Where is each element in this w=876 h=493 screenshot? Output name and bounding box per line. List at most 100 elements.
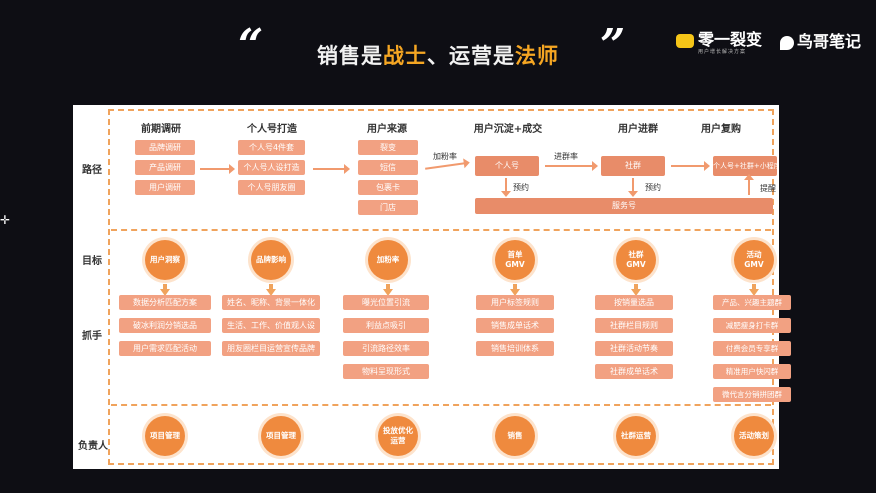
grip-item: 破冰利润分销选品: [119, 318, 211, 333]
goal-circle: 用户洞察: [145, 240, 185, 280]
grip-item: 引流路径效率: [343, 341, 429, 356]
path-item-repurchase: 个人号+社群+小程序: [713, 156, 777, 176]
arrow-right: [545, 161, 598, 171]
arrow-down-icon: [266, 289, 276, 296]
owner-circle: 项目管理: [145, 416, 185, 456]
arrow-down-icon: [383, 289, 393, 296]
grip-item: 社群栏目规则: [595, 318, 673, 333]
grip-item: 付费会员专享群: [713, 341, 791, 356]
arrow-up: [744, 174, 754, 195]
arrow-right: [313, 164, 350, 174]
grip-item: 数据分析匹配方案: [119, 295, 211, 310]
grip-item: 销售成单话术: [476, 318, 554, 333]
dashed-frame: [108, 109, 774, 465]
join-rate-label: 进群率: [554, 152, 578, 161]
arrow-down-icon: [513, 284, 517, 289]
service-bar: 服务号: [475, 198, 773, 214]
grip-item: 产品、兴趣主题群: [713, 295, 791, 310]
path-item: 短信: [358, 160, 418, 175]
path-item: 包裹卡: [358, 180, 418, 195]
path-item: 品牌调研: [135, 140, 195, 155]
arrow-down: [628, 178, 638, 197]
goal-text: 首单GMV: [505, 250, 525, 269]
row-label-grip: 抓手: [82, 331, 102, 342]
col-header-group: 用户进群: [618, 124, 658, 135]
row-label-goal: 目标: [82, 256, 102, 267]
bird-icon: [780, 35, 794, 50]
arrow-down-icon: [752, 284, 756, 289]
arrow-down: [501, 178, 511, 197]
logo1-subtitle: 用户增长解决方案: [698, 49, 747, 55]
path-item: 产品调研: [135, 160, 195, 175]
goal-circle: 首单GMV: [495, 240, 535, 280]
grip-item: 按销量选品: [595, 295, 673, 310]
grip-item: 精准用户快闪群: [713, 364, 791, 379]
col-header-repurchase: 用户复购: [701, 124, 741, 135]
arrow-down-icon: [269, 284, 273, 289]
path-item: 个人号人设打造: [238, 160, 305, 175]
goal-circle: 加粉率: [368, 240, 408, 280]
owner-circle: 投放优化运营: [378, 416, 418, 456]
add-rate-label: 加粉率: [433, 152, 457, 161]
grip-item: 曝光位置引流: [343, 295, 429, 310]
owner-circle: 社群运营: [616, 416, 656, 456]
col-header-deal: 用户沉淀+成交: [473, 124, 543, 135]
goal-circle: 活动GMV: [734, 240, 774, 280]
separator-path: [111, 229, 771, 231]
path-item: 门店: [358, 200, 418, 215]
arrow-down-icon: [634, 284, 638, 289]
logo1-text: 零一裂变: [698, 30, 763, 49]
logo-niaoge: 鸟哥笔记: [780, 28, 861, 52]
goal-circle: 品牌影响: [251, 240, 291, 280]
path-item: 用户调研: [135, 180, 195, 195]
diagram-panel: 路径 目标 抓手 负责人 前期调研 个人号打造 用户来源 用户沉淀+成交 用户进…: [73, 105, 791, 469]
title-part2: 战士: [383, 44, 427, 68]
goal-text: 活动GMV: [744, 250, 764, 269]
owner-circle: 销售: [495, 416, 535, 456]
owner-text: 活动策划: [739, 431, 769, 440]
logo-lingyi: 零一裂变 用户增长解决方案: [676, 26, 762, 55]
row-label-owner: 负责人: [78, 441, 108, 452]
open-quote: “: [238, 20, 264, 71]
grip-item: 用户标签规则: [476, 295, 554, 310]
grip-item: 社群成单话术: [595, 364, 673, 379]
close-quote: ”: [600, 20, 626, 71]
owl-icon: [676, 33, 694, 48]
title-part3: 、运营是: [427, 44, 515, 68]
col-header-personal: 个人号打造: [247, 124, 297, 135]
goal-text: 用户洞察: [150, 255, 180, 264]
arrow-right: [200, 164, 235, 174]
grip-item: 微代言分销拼团群: [713, 387, 791, 402]
grip-item: 销售培训体系: [476, 341, 554, 356]
grip-item: 朋友圈栏目运营宣传品牌: [222, 341, 320, 356]
path-item-personal: 个人号: [475, 156, 539, 176]
arrow-down-icon: [631, 289, 641, 296]
col-header-source: 用户来源: [367, 124, 407, 135]
owner-text: 社群运营: [621, 431, 651, 440]
arrow-down-icon: [163, 284, 167, 289]
logo2-text: 鸟哥笔记: [797, 32, 862, 51]
crosshair-cursor-icon: ✛: [0, 213, 11, 227]
remind-label: 提醒: [760, 184, 776, 193]
arrow-down-icon: [386, 284, 390, 289]
col-header-research: 前期调研: [141, 124, 181, 135]
page-title: 销售是战士、运营是法师: [0, 40, 876, 70]
title-part1: 销售是: [317, 44, 383, 68]
owner-text: 项目管理: [150, 431, 180, 440]
owner-text: 投放优化运营: [383, 426, 413, 445]
arrow-right: [671, 161, 710, 171]
goal-text: 品牌影响: [256, 255, 286, 264]
grip-item: 利益点吸引: [343, 318, 429, 333]
grip-item: 物料呈现形式: [343, 364, 429, 379]
arrow-down-icon: [160, 289, 170, 296]
separator-grip: [111, 404, 771, 406]
title-part4: 法师: [515, 44, 559, 68]
path-item-group: 社群: [601, 156, 665, 176]
goal-text: 加粉率: [376, 255, 400, 264]
path-item: 个人号4件套: [238, 140, 305, 155]
row-label-path: 路径: [82, 165, 102, 176]
goal-circle: 社群GMV: [616, 240, 656, 280]
reserve-label-2: 预约: [645, 183, 661, 192]
owner-circle: 活动策划: [734, 416, 774, 456]
goal-text: 社群GMV: [626, 250, 646, 269]
